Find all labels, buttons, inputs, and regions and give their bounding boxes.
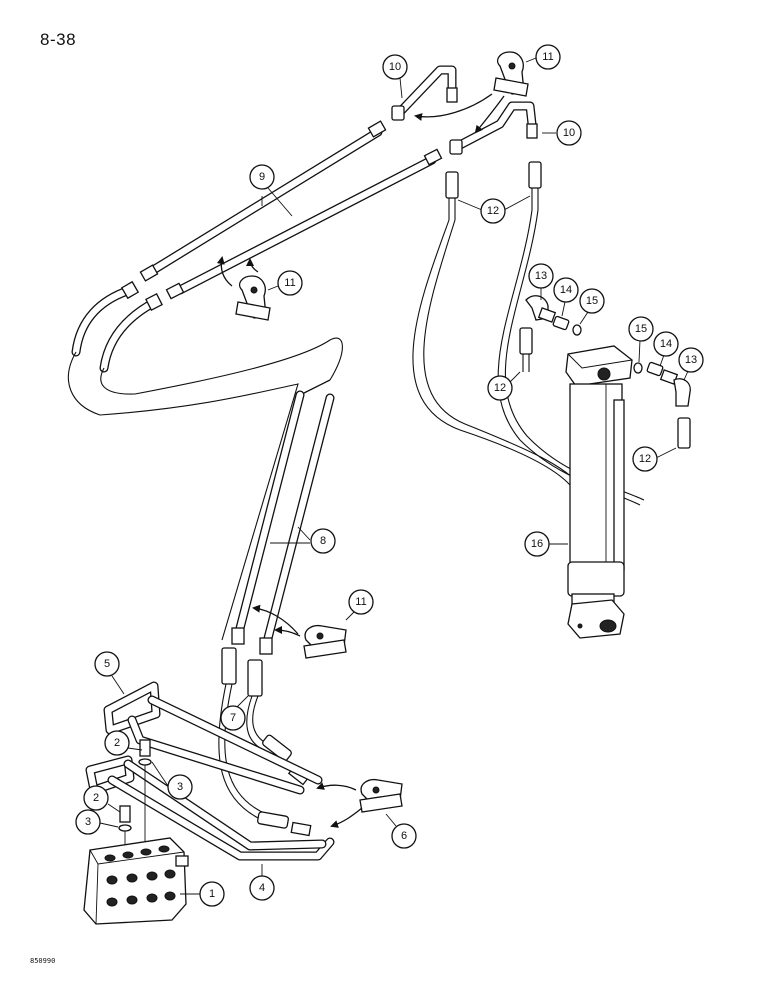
- callout-10a: 10: [382, 54, 408, 99]
- clamp-6: [359, 778, 403, 813]
- callout-11c: 11: [345, 589, 374, 621]
- svg-text:11: 11: [542, 51, 553, 63]
- callout-2a: 2: [104, 730, 143, 756]
- tube-9-upper: [71, 120, 443, 373]
- clamp-11-mid: [235, 275, 271, 321]
- callout-15a: 15: [579, 288, 605, 325]
- svg-text:12: 12: [639, 453, 651, 465]
- clamp-11-low: [303, 624, 347, 659]
- svg-text:12: 12: [487, 205, 499, 217]
- svg-text:15: 15: [635, 323, 647, 335]
- clamp-11-top: [493, 51, 529, 97]
- callout-5: 5: [94, 651, 125, 695]
- callout-14b: 14: [653, 331, 679, 367]
- hydraulic-cylinder-16: [565, 345, 633, 639]
- control-valve-1: [83, 837, 189, 925]
- svg-text:5: 5: [104, 658, 110, 670]
- svg-text:3: 3: [85, 816, 91, 828]
- callout-2b: 2: [83, 785, 121, 813]
- svg-text:13: 13: [535, 270, 547, 282]
- svg-text:4: 4: [259, 882, 265, 894]
- callout-13b: 13: [678, 347, 704, 381]
- callout-6: 6: [385, 813, 417, 849]
- svg-text:7: 7: [230, 712, 236, 724]
- callout-10b: 10: [542, 120, 582, 146]
- svg-text:15: 15: [586, 295, 598, 307]
- svg-text:6: 6: [401, 830, 407, 842]
- callout-14a: 14: [553, 277, 579, 317]
- svg-text:3: 3: [177, 781, 183, 793]
- callout-12c: 12: [632, 446, 677, 472]
- callout-4: 4: [249, 864, 275, 901]
- document-code: 850990: [30, 957, 56, 965]
- page-number: 8-38: [40, 30, 77, 49]
- svg-text:16: 16: [531, 538, 543, 550]
- svg-text:9: 9: [259, 171, 265, 183]
- svg-text:10: 10: [563, 127, 575, 139]
- svg-text:12: 12: [494, 382, 506, 394]
- fittings-2-3: [118, 739, 152, 852]
- direction-arrows: [216, 93, 505, 828]
- callout-3a: 3: [151, 761, 193, 800]
- callout-16: 16: [524, 531, 568, 557]
- svg-text:8: 8: [320, 535, 326, 547]
- callout-1: 1: [180, 881, 225, 907]
- svg-text:10: 10: [389, 61, 401, 73]
- callout-12b: 12: [487, 371, 521, 401]
- callout-11a: 11: [525, 44, 561, 70]
- callout-9: 9: [249, 164, 293, 217]
- svg-text:11: 11: [355, 596, 366, 608]
- callout-13a: 13: [528, 263, 554, 300]
- svg-text:14: 14: [560, 284, 572, 296]
- tube-10-pair: [391, 65, 538, 155]
- svg-text:2: 2: [114, 737, 120, 749]
- svg-text:14: 14: [660, 338, 672, 350]
- callout-7: 7: [220, 695, 249, 731]
- tube-8-pair: [231, 390, 335, 655]
- callout-8: 8: [270, 526, 336, 554]
- callout-11b: 11: [267, 270, 303, 296]
- svg-text:1: 1: [209, 888, 215, 900]
- long-loop-hose: [67, 337, 343, 641]
- svg-text:2: 2: [93, 792, 99, 804]
- callout-15b: 15: [628, 316, 654, 363]
- callout-12a: 12: [457, 195, 531, 224]
- svg-text:13: 13: [685, 354, 697, 366]
- callout-3b: 3: [75, 809, 119, 835]
- svg-text:11: 11: [284, 277, 295, 289]
- fittings-13-14-15: [519, 295, 691, 449]
